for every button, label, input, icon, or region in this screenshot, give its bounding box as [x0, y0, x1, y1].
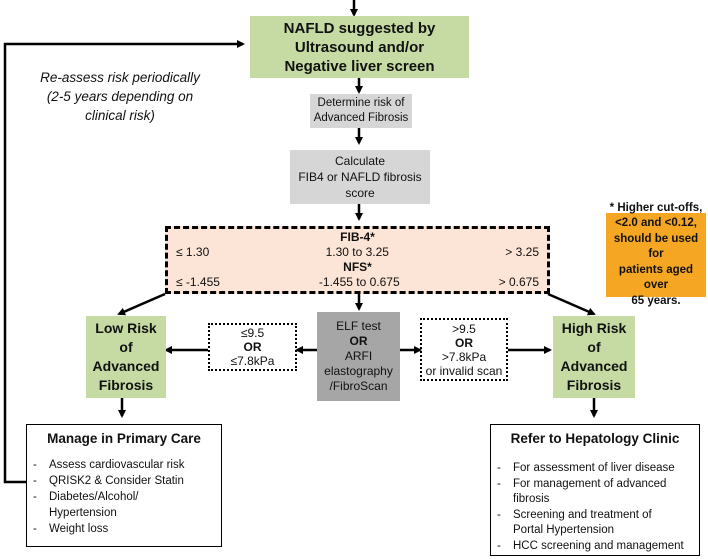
high-crit-or: OR — [455, 335, 473, 350]
fib4-high: > 3.25 — [505, 245, 539, 259]
high-risk-line-3: Advanced — [560, 358, 628, 374]
high-crit-line-1: >9.5 — [452, 321, 476, 336]
primary-care-title: Manage in Primary Care — [47, 431, 201, 446]
nfs-row: ≤ -1.455 -1.455 to 0.675 > 0.675 — [176, 275, 539, 290]
nfs-mid: -1.455 to 0.675 — [318, 275, 400, 289]
list-item: Screening and treatment of — [491, 508, 699, 524]
nafld-line-2: Ultrasound and/or — [294, 38, 425, 56]
high-crit-line-4: or invalid scan — [425, 363, 503, 378]
elf-line-4: elastography — [324, 364, 393, 378]
high-crit-line-3: >7.8kPa — [441, 349, 487, 364]
high-risk-line-4: Fibrosis — [566, 377, 622, 393]
hepatology-list: For assessment of liver disease For mana… — [491, 461, 699, 554]
list-item: For assessment of liver disease — [491, 461, 699, 477]
list-item: Assess cardiovascular risk — [27, 457, 221, 473]
low-criteria-box: ≤9.5 OR ≤7.8kPa — [208, 323, 297, 371]
fib4-title: FIB-4* — [340, 230, 375, 244]
calculate-line-3: score — [345, 186, 375, 200]
nfs-high: > 0.675 — [498, 275, 539, 289]
low-risk-line-3: Advanced — [92, 358, 160, 374]
hepatology-title: Refer to Hepatology Clinic — [510, 431, 680, 446]
fib4-row: ≤ 1.30 1.30 to 3.25 > 3.25 — [176, 245, 539, 260]
fib4-low: ≤ 1.30 — [176, 245, 210, 259]
note-line-3: should be used for — [613, 232, 699, 261]
low-risk-line-2: of — [119, 339, 133, 355]
thresholds-box: FIB-4* ≤ 1.30 1.30 to 3.25 > 3.25 NFS* ≤… — [165, 226, 550, 294]
elf-box: ELF test OR ARFI elastography /FibroScan — [317, 312, 400, 401]
elf-line-1: ELF test — [336, 319, 381, 333]
elf-line-3: ARFI — [344, 349, 373, 363]
high-criteria-box: >9.5 OR >7.8kPa or invalid scan — [420, 318, 508, 381]
list-item: For management of advanced — [491, 477, 699, 493]
age-cutoff-note: * Higher cut-offs, <2.0 and <0.12, shoul… — [606, 202, 706, 307]
note-line-5: 65 years. — [631, 294, 681, 307]
low-crit-or: OR — [243, 340, 262, 354]
calculate-box: Calculate FIB4 or NAFLD fibrosis score — [290, 150, 430, 204]
list-item: HCC screening and management — [491, 539, 699, 555]
reassess-line-2: (2-5 years depending on — [46, 88, 194, 104]
list-item: QRISK2 & Consider Statin — [27, 473, 221, 489]
reassess-note: Re-assess risk periodically (2-5 years d… — [25, 67, 215, 125]
nafld-line-3: Negative liver screen — [284, 57, 435, 75]
nafld-line-1: NAFLD suggested by — [283, 19, 436, 37]
determine-risk-box: Determine risk of Advanced Fibrosis — [310, 94, 412, 128]
low-crit-line-3: ≤7.8kPa — [230, 354, 275, 368]
determine-line-1: Determine risk of — [317, 97, 405, 109]
list-item-continuation: Hypertension — [49, 507, 117, 519]
note-line-4: patients aged over — [618, 263, 694, 292]
elf-line-5: /FibroScan — [329, 379, 388, 393]
nfs-title: NFS* — [343, 260, 372, 274]
hepatology-box: Refer to Hepatology Clinic For assessmen… — [490, 424, 700, 556]
elf-or: OR — [349, 334, 368, 348]
low-risk-line-1: Low Risk — [95, 320, 157, 336]
determine-line-2: Advanced Fibrosis — [313, 112, 409, 124]
low-risk-line-4: Fibrosis — [98, 377, 154, 393]
note-line-1: * Higher cut-offs, — [609, 201, 703, 214]
calculate-line-2: FIB4 or NAFLD fibrosis — [298, 170, 422, 184]
list-item-continuation: Portal Hypertension — [513, 524, 614, 536]
list-item-continuation: fibrosis — [513, 493, 550, 505]
high-risk-line-2: of — [587, 339, 601, 355]
reassess-line-3: clinical risk) — [85, 107, 155, 123]
list-item: Diabetes/Alcohol/ — [27, 489, 221, 505]
nafld-box: NAFLD suggested by Ultrasound and/or Neg… — [250, 16, 469, 78]
fib4-mid: 1.30 to 3.25 — [325, 245, 389, 259]
list-item: Weight loss — [27, 521, 221, 537]
primary-care-list: Assess cardiovascular risk QRISK2 & Cons… — [27, 457, 221, 537]
note-line-2: <2.0 and <0.12, — [615, 217, 697, 230]
nfs-low: ≤ -1.455 — [176, 275, 220, 289]
low-crit-line-1: ≤9.5 — [240, 326, 265, 340]
low-risk-box: Low Risk of Advanced Fibrosis — [86, 316, 166, 398]
high-risk-line-1: High Risk — [561, 320, 627, 336]
high-risk-box: High Risk of Advanced Fibrosis — [553, 316, 635, 398]
primary-care-box: Manage in Primary Care Assess cardiovasc… — [26, 424, 222, 547]
reassess-line-1: Re-assess risk periodically — [40, 69, 200, 85]
calculate-line-1: Calculate — [334, 154, 386, 168]
